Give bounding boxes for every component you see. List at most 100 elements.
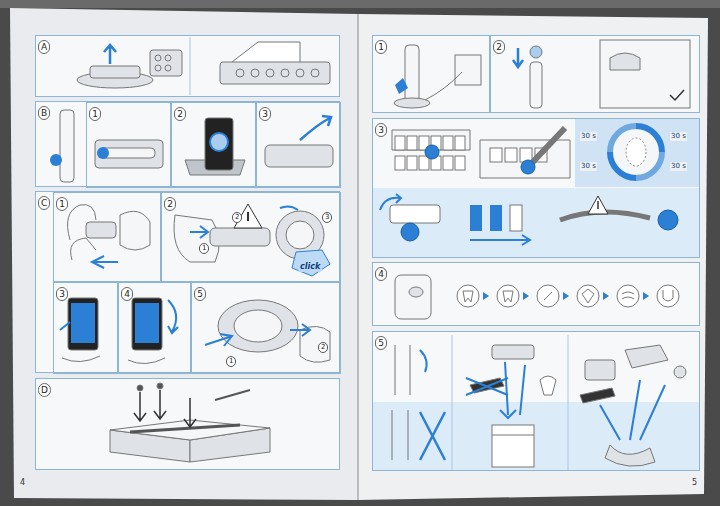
panel-a-art-shape (296, 69, 304, 77)
right-5-art-shape (466, 378, 508, 395)
panel-b-art-shape (60, 110, 74, 182)
right-4-art-shape (603, 292, 609, 300)
sub-step-panel: 1 (86, 102, 171, 188)
page-number: 5 (692, 478, 697, 488)
panel-c-art-shape (205, 334, 232, 346)
right-4-art-shape (663, 290, 673, 301)
step-number: 5 (375, 336, 387, 350)
panel-a-art (77, 37, 330, 95)
panel-c-art-shape (292, 250, 330, 276)
right-4-art-shape (544, 292, 552, 300)
panel-a-art-shape (236, 69, 244, 77)
panel-c-art (60, 204, 330, 364)
right-5-art-shape (580, 388, 615, 403)
right-3-art-shape (505, 148, 517, 162)
right-1-2-art-shape (394, 98, 430, 108)
panel-fill (160, 191, 340, 281)
right-3-art-shape (425, 145, 439, 159)
panel-a-art-shape (311, 69, 319, 77)
panel-c-art-shape (300, 326, 330, 362)
pages-shape (10, 8, 358, 500)
step-number: 1 (56, 197, 68, 211)
right-5-art-shape (600, 380, 665, 440)
time-label: 30 s (580, 162, 597, 171)
panel-d-art-shape (215, 390, 250, 400)
panel-fill (35, 378, 340, 470)
right-3-art-shape (390, 205, 440, 223)
panel-d-art-shape (184, 398, 196, 427)
right-1-2-art-shape (455, 55, 481, 85)
step-number: C (38, 196, 50, 210)
panel-b-art-shape (95, 140, 163, 168)
right-4-art-shape (563, 292, 569, 300)
right-3-art-shape (401, 223, 419, 241)
panel-c-art-shape (234, 310, 282, 342)
right-5-art (392, 335, 686, 470)
right-5-art-shape (492, 435, 534, 436)
step-panel: 3 (372, 118, 700, 258)
highlight-areas-shape (373, 188, 699, 257)
sub-step-panel: 1 (53, 192, 161, 282)
panel-b-art-shape (97, 147, 109, 159)
right-4-art-shape (657, 285, 679, 307)
panel-b-art-shape (50, 154, 62, 166)
right-3-art-shape (490, 205, 502, 231)
panel-a-art-shape (155, 65, 161, 71)
right-5-art-shape (520, 365, 525, 415)
panel-c-art-shape (86, 222, 116, 238)
right-1-2-art-shape (670, 90, 684, 100)
right-3-art-shape (480, 140, 570, 178)
right-5-art-shape (585, 360, 615, 380)
panel-a-art-shape (190, 37, 191, 95)
panel-a-art-shape (220, 62, 330, 84)
panel-fills (35, 35, 700, 471)
right-3-art-shape (455, 136, 465, 150)
panel-c-art-shape (120, 211, 150, 250)
panel-a-art-shape (266, 69, 274, 77)
step-number: 4 (375, 267, 387, 281)
step-number: 5 (194, 287, 206, 301)
right-3-art-shape (530, 128, 565, 165)
right-1-2-art-shape (395, 78, 408, 94)
right-5-art-shape (452, 335, 453, 470)
right-5-art-shape (605, 445, 655, 466)
pages-shape (0, 0, 720, 8)
highlight-areas-shape (373, 402, 699, 470)
step-panel: A (35, 35, 340, 97)
right-4-art-shape (463, 291, 473, 302)
step-number: 1 (89, 107, 101, 121)
sub-step-panel: 2 (171, 102, 256, 188)
panel-fill (35, 191, 340, 373)
panel-fill (255, 101, 340, 187)
pages-shape (357, 14, 359, 500)
panel-fill (117, 281, 190, 373)
panel-d-art-shape (130, 425, 240, 432)
step-panel: D (35, 378, 340, 470)
panel-a-art-shape (155, 55, 161, 61)
right-3-art-shape (658, 210, 678, 230)
right-3-art-shape (490, 148, 502, 162)
right-4-art-shape (395, 275, 431, 319)
panel-fill (35, 35, 340, 97)
right-4-art-shape (582, 289, 594, 303)
highlight-areas (373, 119, 699, 470)
panel-a-art-shape (251, 69, 259, 77)
right-4-art-shape (483, 292, 489, 300)
step-number: 3 (56, 287, 68, 301)
right-1-2-art-shape (513, 48, 523, 67)
panel-a-art-shape (90, 66, 140, 78)
step-number: 1 (375, 40, 387, 54)
panel-fill (85, 101, 170, 187)
step-panel: 4 (372, 262, 700, 326)
right-5-art-shape (540, 376, 556, 395)
panel-a-art-shape (104, 45, 116, 64)
panel-fill (490, 35, 700, 113)
right-5-art-shape (392, 410, 408, 460)
right-3-art-shape (443, 136, 453, 150)
panel-fill (372, 35, 490, 113)
panel-c-art-shape (286, 221, 314, 249)
sub-step-panel: 3 (256, 102, 341, 188)
callout-number: 2 (318, 342, 328, 353)
